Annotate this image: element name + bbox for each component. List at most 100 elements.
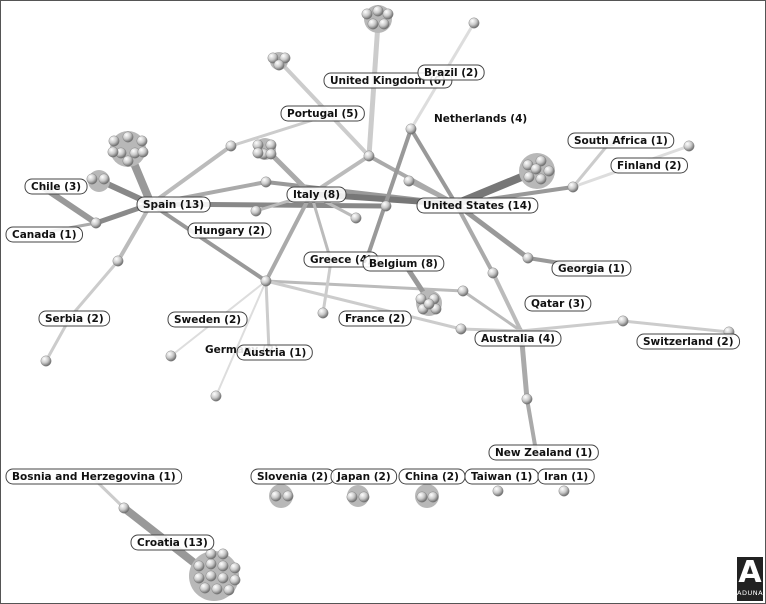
document-node[interactable] <box>617 315 629 327</box>
cluster-label-japan[interactable]: Japan (2) <box>330 468 398 485</box>
document-node[interactable] <box>372 5 384 17</box>
cluster-label-austria[interactable]: Austria (1) <box>236 344 313 361</box>
cluster-label-text: Bosnia and Herzegovina (1) <box>12 471 176 483</box>
cluster-label-text: Portugal (5) <box>287 108 358 120</box>
document-node[interactable] <box>535 173 547 185</box>
document-node[interactable] <box>535 155 547 167</box>
document-node[interactable] <box>487 267 499 279</box>
cluster-label-australia[interactable]: Australia (4) <box>474 330 562 347</box>
document-node[interactable] <box>522 252 534 264</box>
cluster-label-south-africa[interactable]: South Africa (1) <box>567 132 675 149</box>
document-node[interactable] <box>260 176 272 188</box>
document-node[interactable] <box>223 584 235 596</box>
document-node[interactable] <box>205 558 217 570</box>
document-node[interactable] <box>270 490 282 502</box>
document-node[interactable] <box>217 572 229 584</box>
document-node[interactable] <box>492 485 504 497</box>
cluster-label-canada[interactable]: Canada (1) <box>5 226 84 243</box>
document-node[interactable] <box>217 548 229 560</box>
document-node[interactable] <box>136 135 148 147</box>
document-node[interactable] <box>137 146 149 158</box>
document-node[interactable] <box>260 275 272 287</box>
document-node[interactable] <box>265 148 277 160</box>
cluster-label-china[interactable]: China (2) <box>398 468 466 485</box>
cluster-label-brazil[interactable]: Brazil (2) <box>417 64 485 81</box>
document-node[interactable] <box>427 491 439 503</box>
document-node[interactable] <box>229 574 241 586</box>
document-node[interactable] <box>380 200 392 212</box>
cluster-label-united-states[interactable]: United States (14) <box>416 197 539 214</box>
document-node[interactable] <box>358 491 370 503</box>
cluster-label-belgium[interactable]: Belgium (8) <box>362 255 445 272</box>
cluster-label-portugal[interactable]: Portugal (5) <box>280 105 365 122</box>
document-node[interactable] <box>530 163 542 175</box>
cluster-label-spain[interactable]: Spain (13) <box>136 196 211 213</box>
document-node[interactable] <box>98 173 110 185</box>
document-node[interactable] <box>350 212 362 224</box>
document-node[interactable] <box>423 298 435 310</box>
cluster-label-qatar[interactable]: Qatar (3) <box>524 295 592 312</box>
document-node[interactable] <box>107 146 119 158</box>
document-node[interactable] <box>40 355 52 367</box>
document-node[interactable] <box>378 18 390 30</box>
document-node[interactable] <box>543 165 555 177</box>
cluster-label-slovenia[interactable]: Slovenia (2) <box>250 468 335 485</box>
cluster-label-taiwan[interactable]: Taiwan (1) <box>464 468 539 485</box>
document-node[interactable] <box>267 52 279 64</box>
document-node[interactable] <box>229 562 241 574</box>
document-node[interactable] <box>403 175 415 187</box>
document-node[interactable] <box>211 583 223 595</box>
document-node[interactable] <box>405 123 417 135</box>
cluster-label-finland[interactable]: Finland (2) <box>610 157 688 174</box>
document-node[interactable] <box>217 560 229 572</box>
document-node[interactable] <box>567 181 579 193</box>
document-node[interactable] <box>225 140 237 152</box>
document-node[interactable] <box>118 502 130 514</box>
document-node[interactable] <box>523 171 535 183</box>
cluster-label-bosnia[interactable]: Bosnia and Herzegovina (1) <box>5 468 183 485</box>
document-node[interactable] <box>317 307 329 319</box>
document-node[interactable] <box>273 59 285 71</box>
cluster-label-france[interactable]: France (2) <box>338 310 412 327</box>
document-node[interactable] <box>416 491 428 503</box>
document-node[interactable] <box>558 485 570 497</box>
document-node[interactable] <box>90 217 102 229</box>
document-node[interactable] <box>363 150 375 162</box>
cluster-label-sweden[interactable]: Sweden (2) <box>167 311 248 328</box>
document-node[interactable] <box>122 155 134 167</box>
document-node[interactable] <box>367 18 379 30</box>
cluster-label-iran[interactable]: Iran (1) <box>537 468 595 485</box>
document-node[interactable] <box>468 17 480 29</box>
document-node[interactable] <box>112 255 124 267</box>
cluster-label-netherlands[interactable]: Netherlands (4) <box>434 113 527 125</box>
document-node[interactable] <box>86 173 98 185</box>
document-node[interactable] <box>361 8 373 20</box>
document-node[interactable] <box>199 582 211 594</box>
cluster-label-switzerland[interactable]: Switzerland (2) <box>636 333 741 350</box>
document-node[interactable] <box>282 490 294 502</box>
cluster-label-croatia[interactable]: Croatia (13) <box>130 534 215 551</box>
document-node[interactable] <box>521 393 533 405</box>
cluster-label-greece[interactable]: Greece (4) <box>303 251 379 268</box>
cluster-label-hungary[interactable]: Hungary (2) <box>187 222 272 239</box>
document-node[interactable] <box>205 570 217 582</box>
cluster-label-serbia[interactable]: Serbia (2) <box>38 310 111 327</box>
document-node[interactable] <box>108 135 120 147</box>
document-node[interactable] <box>193 572 205 584</box>
document-node[interactable] <box>455 323 467 335</box>
document-node[interactable] <box>250 205 262 217</box>
document-node[interactable] <box>279 52 291 64</box>
cluster-label-chile[interactable]: Chile (3) <box>24 178 88 195</box>
cluster-label-new-zealand[interactable]: New Zealand (1) <box>488 444 599 461</box>
document-node[interactable] <box>457 285 469 297</box>
document-node[interactable] <box>346 491 358 503</box>
document-node[interactable] <box>683 140 695 152</box>
cluster-label-italy[interactable]: Italy (8) <box>286 186 347 203</box>
cluster-label-georgia[interactable]: Georgia (1) <box>551 260 632 277</box>
document-node[interactable] <box>165 350 177 362</box>
document-node[interactable] <box>122 131 134 143</box>
document-node[interactable] <box>382 8 394 20</box>
document-node[interactable] <box>193 560 205 572</box>
document-node[interactable] <box>252 147 264 159</box>
document-node[interactable] <box>210 390 222 402</box>
